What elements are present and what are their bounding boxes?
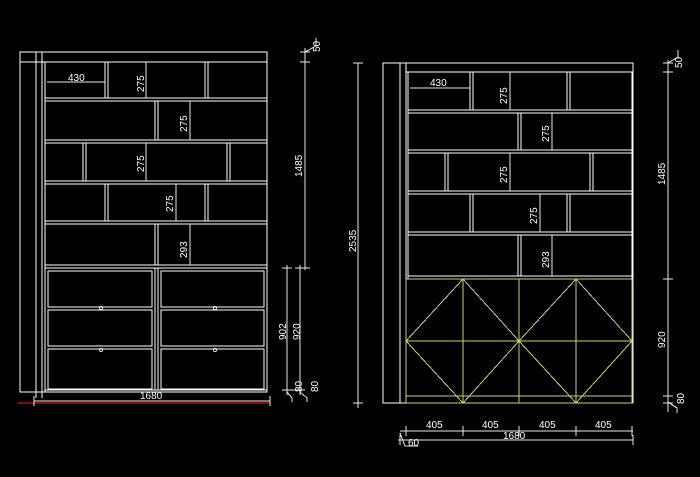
wine-rack-diamond <box>405 278 520 404</box>
dim-rack-segment-1: 405 <box>426 420 443 431</box>
dim-shelf-5: 293 <box>541 251 552 268</box>
dim-lower-920: 920 <box>292 323 303 340</box>
dim-lower-920: 920 <box>657 331 668 348</box>
drawer-knob-icon <box>99 305 104 310</box>
left-drawer <box>160 270 265 308</box>
left-drawer <box>47 348 153 390</box>
dim-leader <box>667 401 678 413</box>
dim-shelf-3: 275 <box>136 155 147 172</box>
left-drawer <box>47 309 153 347</box>
dim-leader <box>304 38 317 53</box>
dim-total-height: 2535 <box>348 229 359 252</box>
left-drawer <box>160 348 265 390</box>
dim-total-width: 1680 <box>140 391 163 402</box>
dim-plinth: 80 <box>676 392 687 404</box>
dim-shelf-2: 275 <box>179 115 190 132</box>
left-drawer <box>47 270 153 308</box>
drawer-knob-icon <box>212 347 217 352</box>
dim-side-offset: 60 <box>408 438 420 449</box>
dim-shelf-5: 293 <box>179 241 190 258</box>
dim-total-width: 1680 <box>503 431 526 442</box>
dim-rack-segment-4: 405 <box>595 420 612 431</box>
dim-shelf-1: 275 <box>499 87 510 104</box>
dim-rack-segment-2: 405 <box>482 420 499 431</box>
wine-rack-diamond <box>518 278 633 404</box>
left-cabinet-body <box>44 61 268 393</box>
dim-shelf-4: 275 <box>529 207 540 224</box>
drawer-knob-icon <box>99 347 104 352</box>
dim-upper-height: 1485 <box>657 162 668 185</box>
dim-leader <box>299 391 308 402</box>
left-elevation: 430 275 275 275 275 293 50 1485 902 920 … <box>18 38 323 406</box>
dim-leader <box>286 391 293 402</box>
dim-shelf-3: 275 <box>499 166 510 183</box>
left-drawer <box>160 309 265 347</box>
dim-shelf-4: 275 <box>165 195 176 212</box>
dim-shelf-2: 275 <box>541 125 552 142</box>
left-top-cap <box>19 51 268 63</box>
dim-shelf-1: 275 <box>136 75 147 92</box>
dim-top-50: 50 <box>674 56 685 68</box>
dim-plinth-inner: 80 <box>294 380 305 392</box>
dim-upper-height: 1485 <box>294 154 305 177</box>
dim-top-50: 50 <box>312 40 323 52</box>
dim-cell-width: 430 <box>68 73 85 84</box>
dim-leader <box>399 432 418 447</box>
dim-rack-segment-3: 405 <box>539 420 556 431</box>
dim-plinth-outer: 80 <box>310 380 321 392</box>
dim-lower-902: 902 <box>278 323 289 340</box>
right-outer-frame <box>382 62 634 404</box>
left-outer-frame <box>19 51 268 393</box>
right-elevation: 430 275 275 275 275 293 2535 50 1485 920… <box>348 50 687 449</box>
dim-cell-width: 430 <box>430 78 447 89</box>
dim-leader <box>667 50 679 64</box>
drawer-knob-icon <box>212 305 217 310</box>
